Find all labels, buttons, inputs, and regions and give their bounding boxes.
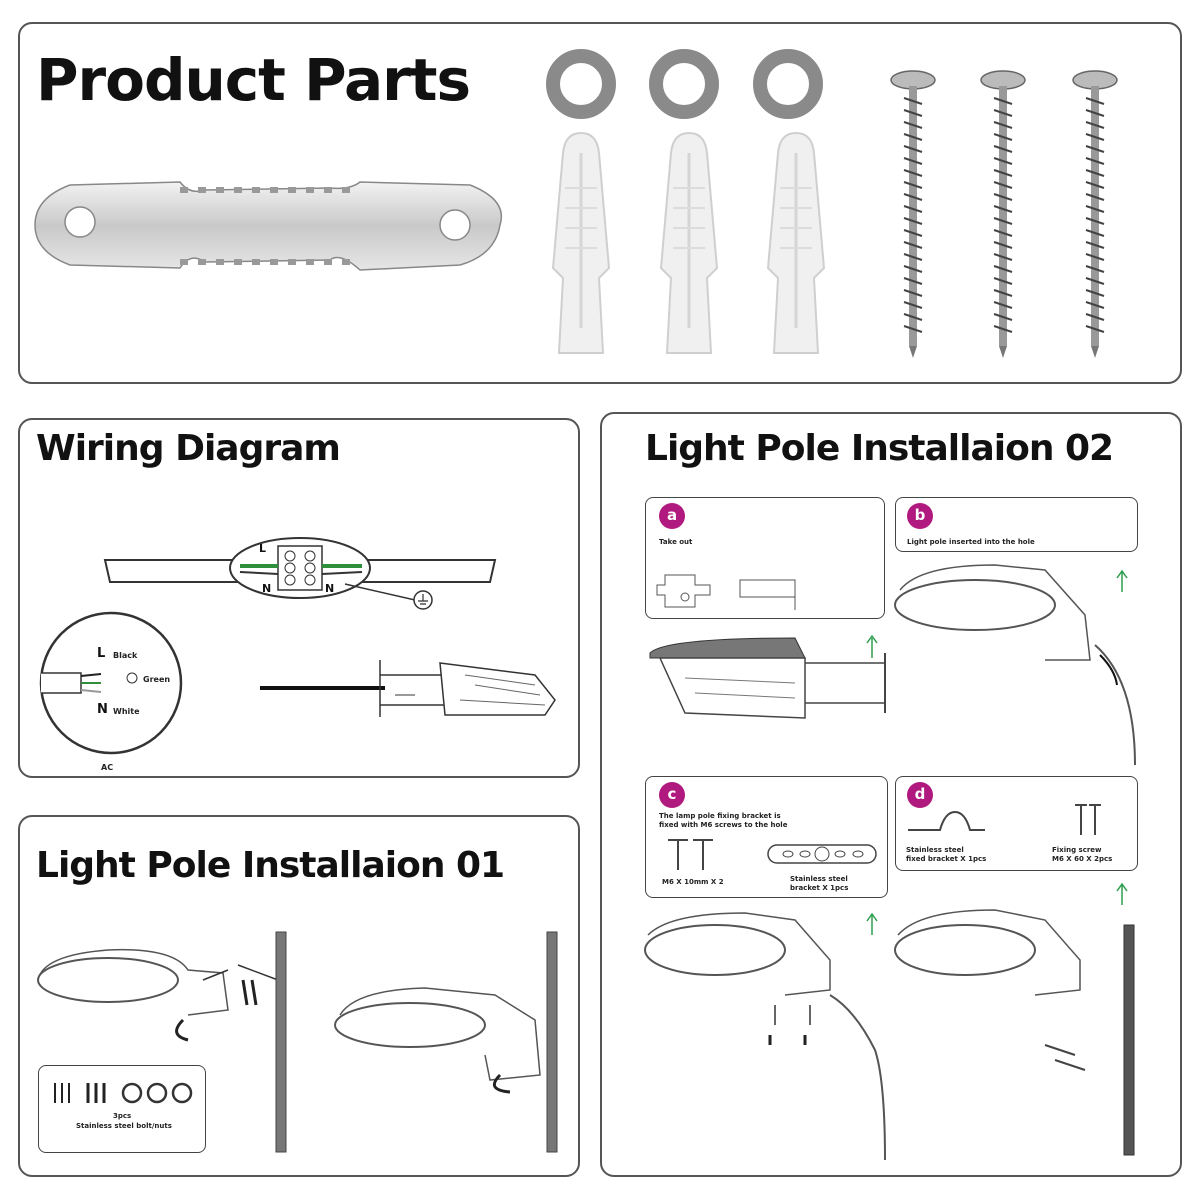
product-parts-title: Product Parts: [36, 46, 471, 114]
screw-1-image: [890, 70, 936, 358]
step-a-box: [645, 497, 885, 619]
step-d-box: [895, 776, 1138, 871]
terminal-bottom-label-1: N: [262, 582, 272, 595]
wire-green-label: Green: [143, 675, 171, 684]
step-b-lamp: [894, 564, 1136, 766]
install-02-title: Light Pole Installaion 02: [645, 428, 1114, 469]
install-01-lamp-right: [334, 987, 541, 1094]
screw-3-image: [1072, 70, 1118, 358]
step-d-lamp: [894, 882, 1128, 1071]
wiring-lamp-sketch: [260, 660, 556, 717]
install-01-parts-box: [38, 1065, 206, 1153]
step-b-text: Light pole inserted into the hole: [907, 538, 1035, 546]
screw-2-image: [980, 70, 1026, 358]
step-b-box: [895, 497, 1138, 552]
step-c-text2: fixed with M6 screws to the hole: [659, 821, 788, 829]
step-c-left-caption: M6 X 10mm X 2: [662, 878, 724, 886]
ac-label: AC: [101, 763, 114, 772]
step-c-parts: [668, 839, 877, 870]
step-b-badge: b: [907, 503, 933, 529]
wall-anchor-2-image: [659, 131, 719, 354]
wire-detail-circle: [39, 611, 183, 755]
step-d-parts: [908, 804, 1101, 835]
install-01-parts-desc: Stainless steel bolt/nuts: [76, 1122, 172, 1130]
wire-white-label: White: [113, 707, 140, 716]
step-d-badge: d: [907, 782, 933, 808]
wiring-connector-diagram: [103, 537, 497, 610]
install-01-pole-right: [546, 931, 558, 1153]
step-c-lamp: [644, 912, 886, 1161]
wall-anchor-3-image: [766, 131, 826, 354]
wall-anchor-1-image: [551, 131, 611, 354]
install-01-parts-icons: [54, 1082, 193, 1104]
mounting-bracket-image: [34, 181, 503, 271]
step-c-right-caption: Stainless steel: [790, 875, 848, 883]
step-c-right-caption2: bracket X 1pcs: [790, 884, 849, 892]
step-d-right-caption2: M6 X 60 X 2pcs: [1052, 855, 1113, 863]
step-d-left-caption: Stainless steel: [906, 846, 964, 854]
step-d-pole: [1123, 924, 1135, 1156]
step-a-badge: a: [659, 503, 685, 529]
wire-L-label: L: [97, 646, 106, 661]
install-01-lamp-left: [37, 948, 279, 1042]
step-a-parts: [656, 574, 796, 610]
washer-1-image: [546, 49, 616, 119]
washer-2-image: [649, 49, 719, 119]
install-01-parts-qty: 3pcs: [113, 1112, 132, 1120]
install-01-title: Light Pole Installaion 01: [36, 845, 505, 886]
step-c-box: [645, 776, 888, 898]
step-d-left-caption2: fixed bracket X 1pcs: [906, 855, 987, 863]
install-01-pole-left: [275, 931, 287, 1153]
wire-N-label: N: [97, 702, 108, 717]
terminal-top-label: L: [259, 542, 267, 555]
step-d-right-caption: Fixing screw: [1052, 846, 1102, 854]
step-c-badge: c: [659, 782, 685, 808]
wire-black-label: Black: [113, 651, 138, 660]
wiring-diagram-title: Wiring Diagram: [36, 428, 341, 469]
washer-3-image: [753, 49, 823, 119]
step-c-text: The lamp pole fixing bracket is: [659, 812, 781, 820]
step-a-text: Take out: [659, 538, 693, 546]
step-a-lamp: [649, 634, 886, 719]
terminal-bottom-label-2: N: [325, 582, 335, 595]
